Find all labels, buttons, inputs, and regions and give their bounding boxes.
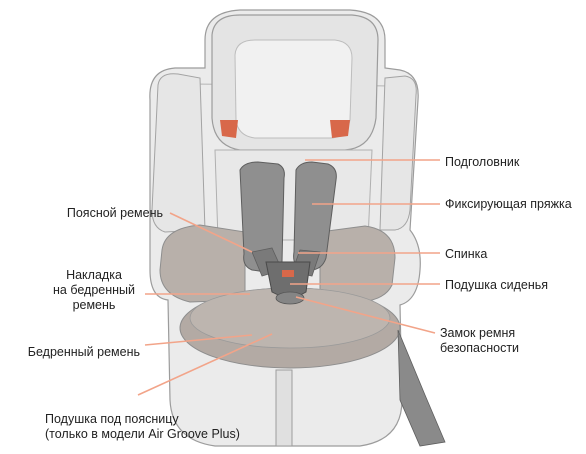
label-fixing-buckle-line: Фиксирующая пряжка	[445, 197, 572, 212]
label-thigh-pad-line-2: на бедренный	[28, 283, 160, 298]
label-thigh-pad: Накладка на бедренный ремень	[28, 268, 160, 313]
left-clip	[220, 120, 238, 138]
label-backrest: Спинка	[445, 247, 487, 262]
backrest-shape	[215, 150, 372, 240]
label-seat-cushion-line: Подушка сиденья	[445, 278, 548, 293]
label-seat-cushion: Подушка сиденья	[445, 278, 548, 293]
crotch-strap	[276, 370, 292, 446]
label-belt-lock-line-2: безопасности	[440, 341, 519, 356]
label-backrest-line: Спинка	[445, 247, 487, 262]
label-headrest-line: Подголовник	[445, 155, 519, 170]
label-waist-belt-line: Поясной ремень	[5, 206, 163, 221]
right-clip	[330, 120, 350, 138]
label-thigh-pad-line-3: ремень	[28, 298, 160, 313]
label-waist-belt: Поясной ремень	[5, 206, 163, 221]
left-side-cushion	[160, 225, 245, 302]
label-thigh-belt-line: Бедренный ремень	[5, 345, 140, 360]
label-fixing-buckle: Фиксирующая пряжка	[445, 197, 572, 212]
label-lumbar-cushion: Подушка под поясницу (только в модели Ai…	[45, 412, 240, 442]
buckle-red	[282, 270, 294, 277]
tether-strap	[398, 330, 445, 446]
label-thigh-belt: Бедренный ремень	[5, 345, 140, 360]
label-belt-lock: Замок ремня безопасности	[440, 326, 519, 356]
label-belt-lock-line-1: Замок ремня	[440, 326, 519, 341]
label-thigh-pad-line-1: Накладка	[28, 268, 160, 283]
label-headrest: Подголовник	[445, 155, 519, 170]
label-lumbar-cushion-line-1: Подушка под поясницу	[45, 412, 240, 427]
label-lumbar-cushion-line-2: (только в модели Air Groove Plus)	[45, 427, 240, 442]
